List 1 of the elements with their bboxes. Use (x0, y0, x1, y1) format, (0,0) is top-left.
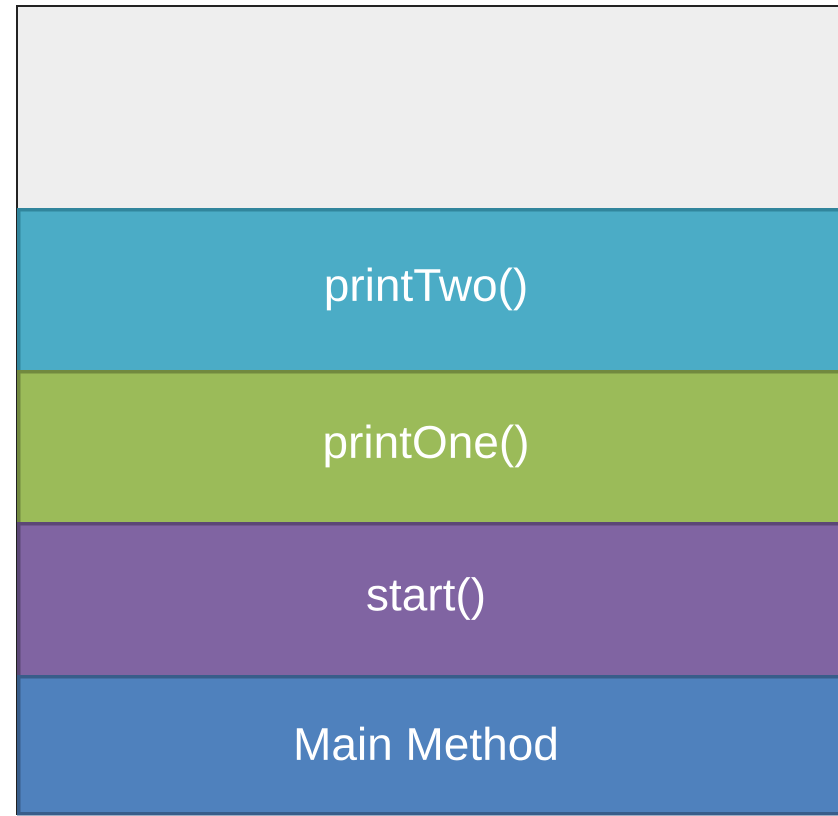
stack-band: Main Method (17, 674, 838, 816)
